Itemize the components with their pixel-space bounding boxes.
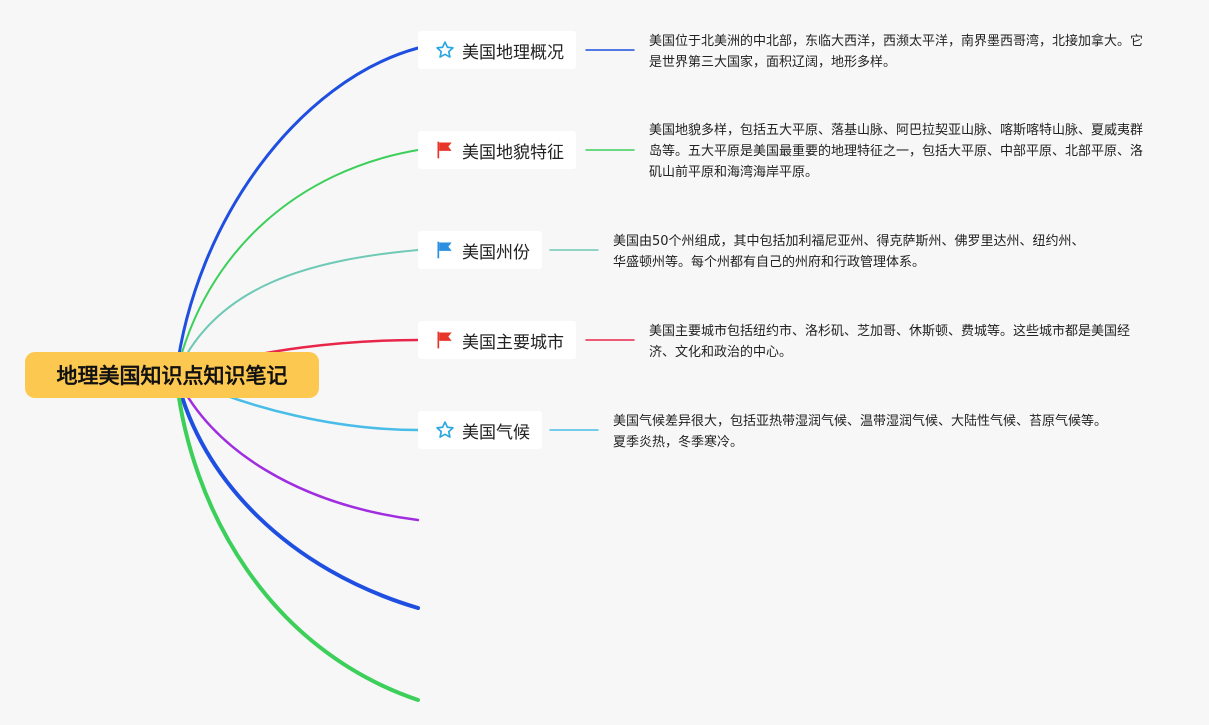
branch-connector xyxy=(174,46,420,377)
branch-connector xyxy=(175,149,419,376)
note-us-landforms: 美国地貌多样，包括五大平原、落基山脉、阿巴拉契亚山脉、喀斯喀特山脉、夏威夷群岛等… xyxy=(649,123,1144,180)
note-us-climate: 美国气候差异很大，包括亚热带湿润气候、温带湿润气候、大陆性气候、苔原气候等。夏季… xyxy=(613,414,1108,450)
star-icon xyxy=(434,419,456,441)
red-flag-icon xyxy=(434,139,456,161)
topic-label: 美国气候 xyxy=(462,422,530,443)
topic-us-climate[interactable]: 美国气候 xyxy=(418,411,542,449)
branch-connector-empty xyxy=(174,373,420,610)
note-us-geography-overview: 美国位于北美洲的中北部，东临大西洋，西濒太平洋，南界墨西哥湾，北接加拿大。它是世… xyxy=(649,34,1144,70)
topic-us-geography-overview[interactable]: 美国地理概况 xyxy=(418,31,576,69)
root-topic-label: 地理美国知识点知识笔记 xyxy=(56,364,288,388)
topic-label: 美国地貌特征 xyxy=(462,142,564,163)
topic-label: 美国州份 xyxy=(462,242,530,263)
branch-connector-empty xyxy=(174,373,420,702)
topic-us-major-cities[interactable]: 美国主要城市 xyxy=(418,321,576,359)
red-flag-icon xyxy=(434,329,456,351)
star-icon xyxy=(434,39,456,61)
topic-label: 美国地理概况 xyxy=(462,42,564,63)
blue-flag-icon xyxy=(434,239,456,261)
topic-label: 美国主要城市 xyxy=(462,332,564,353)
note-us-major-cities: 美国主要城市包括纽约市、洛杉矶、芝加哥、休斯顿、费城等。这些城市都是美国经济、文… xyxy=(649,324,1131,360)
branch-connector-empty xyxy=(174,373,420,522)
topic-us-landforms[interactable]: 美国地貌特征 xyxy=(418,131,576,169)
note-us-states: 美国由50个州组成，其中包括加利福尼亚州、得克萨斯州、佛罗里达州、纽约州、华盛顿… xyxy=(613,234,1085,270)
root-topic[interactable]: 地理美国知识点知识笔记 xyxy=(25,352,319,398)
branch-connector xyxy=(175,249,419,376)
topic-us-states[interactable]: 美国州份 xyxy=(418,231,542,269)
